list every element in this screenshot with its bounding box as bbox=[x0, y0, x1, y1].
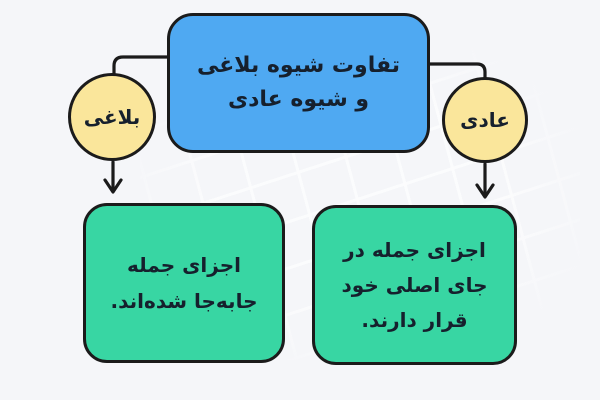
connector-root-to-left-branch bbox=[112, 55, 169, 76]
right-branch-label: عادی bbox=[460, 108, 510, 132]
left-result-node: اجزای جمله جابه‌جا شده‌اند. bbox=[83, 203, 285, 363]
root-title-line1: تفاوت شیوه بلاغی bbox=[196, 53, 401, 78]
left-result-line1: اجزای جمله bbox=[127, 253, 241, 277]
left-branch-node: بلاغی bbox=[68, 73, 156, 161]
left-branch-label: بلاغی bbox=[83, 105, 141, 129]
left-result-line2: جابه‌جا شده‌اند. bbox=[110, 289, 258, 313]
root-title-line2: و شیوه عادی bbox=[227, 87, 370, 112]
right-result-line3: قرار دارند. bbox=[361, 307, 468, 332]
arrow-right-branch-to-result bbox=[475, 162, 495, 199]
right-result-line1: اجزای جمله در bbox=[343, 237, 486, 262]
right-branch-node: عادی bbox=[442, 77, 528, 163]
connector-root-to-right-branch bbox=[428, 62, 487, 81]
root-topic-node: تفاوت شیوه بلاغی و شیوه عادی bbox=[167, 13, 430, 153]
right-result-node: اجزای جمله در جای اصلی خود قرار دارند. bbox=[312, 205, 517, 365]
right-result-line2: جای اصلی خود bbox=[341, 272, 488, 297]
arrow-left-branch-to-result bbox=[103, 160, 123, 194]
